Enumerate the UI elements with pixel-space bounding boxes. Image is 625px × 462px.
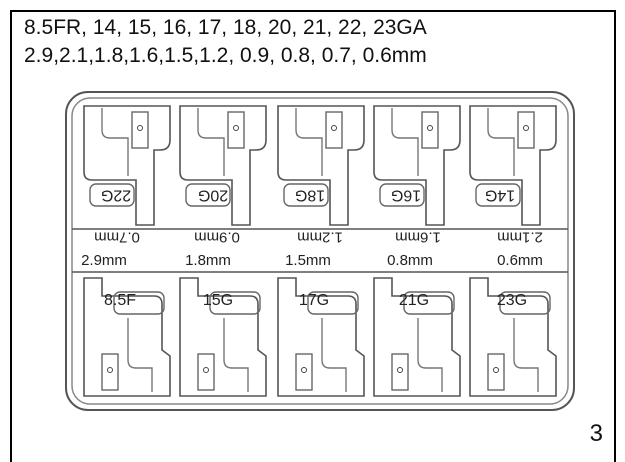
bottom-slot <box>469 277 557 397</box>
slot-outline <box>373 277 461 397</box>
top-row-mm-labels: 0.7mm 0.9mm 1.2mm 1.6mm 2.1mm <box>94 229 543 246</box>
slot-dot <box>397 367 403 373</box>
slot-dot <box>203 367 209 373</box>
tray-inner-border <box>71 97 569 405</box>
slot-dot <box>427 125 433 131</box>
slot-hub <box>513 318 539 392</box>
bottom-mm-label: 1.8mm <box>185 252 231 269</box>
page-number: 3 <box>589 420 603 447</box>
top-row-slots <box>83 105 557 226</box>
slot-hub <box>391 108 419 176</box>
top-size-label: 16G <box>391 187 421 204</box>
slot-outline <box>277 105 365 226</box>
slot-outline <box>373 105 461 226</box>
label-box <box>499 291 551 315</box>
slot-clip <box>391 353 409 391</box>
bottom-size-label: 21G <box>399 292 429 309</box>
slot-dot <box>331 125 337 131</box>
label-box <box>475 183 521 207</box>
bottom-mm-label: 0.6mm <box>497 252 543 269</box>
top-slot <box>83 105 171 226</box>
label-box <box>379 183 425 207</box>
slot-hub <box>197 108 225 176</box>
slot-outline <box>83 105 171 226</box>
slot-outline <box>469 105 557 226</box>
label-box <box>89 183 135 207</box>
label-box <box>307 291 359 315</box>
bottom-mm-label: 2.9mm <box>81 252 127 269</box>
top-mm-label: 0.9mm <box>194 229 240 246</box>
slot-dot <box>233 125 239 131</box>
slot-outline <box>83 277 171 397</box>
slot-hub <box>295 108 323 176</box>
slot-hub <box>127 318 153 392</box>
top-mm-label: 2.1mm <box>497 229 543 246</box>
bottom-row-slots <box>83 277 557 397</box>
top-size-label: 18G <box>295 187 325 204</box>
slot-clip <box>517 111 535 149</box>
slot-outline <box>179 277 267 397</box>
slot-clip <box>325 111 343 149</box>
slot-clip <box>487 353 505 391</box>
bottom-size-label: 17G <box>299 292 329 309</box>
top-slot <box>373 105 461 226</box>
slot-outline <box>469 277 557 397</box>
slot-outline <box>179 105 267 226</box>
caption-sizes: 8.5FR, 14, 15, 16, 17, 18, 20, 21, 22, 2… <box>24 16 427 39</box>
slot-clip <box>227 111 245 149</box>
label-box <box>403 291 455 315</box>
bottom-mm-label: 0.8mm <box>387 252 433 269</box>
slot-clip <box>101 353 119 391</box>
slot-dot <box>523 125 529 131</box>
label-box <box>209 291 261 315</box>
top-slot <box>277 105 365 226</box>
top-slot <box>469 105 557 226</box>
slot-hub <box>417 318 443 392</box>
top-row-size-labels: 22G 20G 18G 16G 14G <box>101 187 515 204</box>
slot-dot <box>107 367 113 373</box>
slot-clip <box>197 353 215 391</box>
bottom-mm-label: 1.5mm <box>285 252 331 269</box>
bottom-slot <box>83 277 171 397</box>
top-size-label: 20G <box>198 187 228 204</box>
slot-hub <box>321 318 347 392</box>
label-box <box>283 183 329 207</box>
top-mm-label: 1.6mm <box>395 229 441 246</box>
top-slot <box>179 105 267 226</box>
top-mm-label: 1.2mm <box>297 229 343 246</box>
top-size-label: 14G <box>485 187 515 204</box>
slot-outline <box>277 277 365 397</box>
slot-dot <box>301 367 307 373</box>
bottom-size-label: 15G <box>203 292 233 309</box>
slot-dot <box>137 125 143 131</box>
top-mm-label: 0.7mm <box>94 229 140 246</box>
tray-outer-border <box>65 91 575 411</box>
bottom-slot <box>277 277 365 397</box>
figure-frame <box>10 10 616 462</box>
bottom-size-label: 23G <box>497 292 527 309</box>
slot-clip <box>421 111 439 149</box>
label-box <box>185 183 231 207</box>
bottom-slot <box>373 277 461 397</box>
slot-hub <box>487 108 515 176</box>
slot-dot <box>493 367 499 373</box>
bottom-size-label: 8.5F <box>104 292 136 309</box>
slot-clip <box>295 353 313 391</box>
top-size-label: 22G <box>101 187 131 204</box>
slot-hub <box>223 318 249 392</box>
bottom-slot <box>179 277 267 397</box>
slot-hub <box>101 108 129 176</box>
bottom-row-mm-labels: 2.9mm 1.8mm 1.5mm 0.8mm 0.6mm <box>81 252 543 269</box>
bottom-row-size-labels: 8.5F 15G 17G 21G 23G <box>104 292 527 309</box>
slot-clip <box>131 111 149 149</box>
label-box <box>113 291 165 315</box>
caption-diameters: 2.9,2.1,1.8,1.6,1.5,1.2, 0.9, 0.8, 0.7, … <box>24 44 427 67</box>
